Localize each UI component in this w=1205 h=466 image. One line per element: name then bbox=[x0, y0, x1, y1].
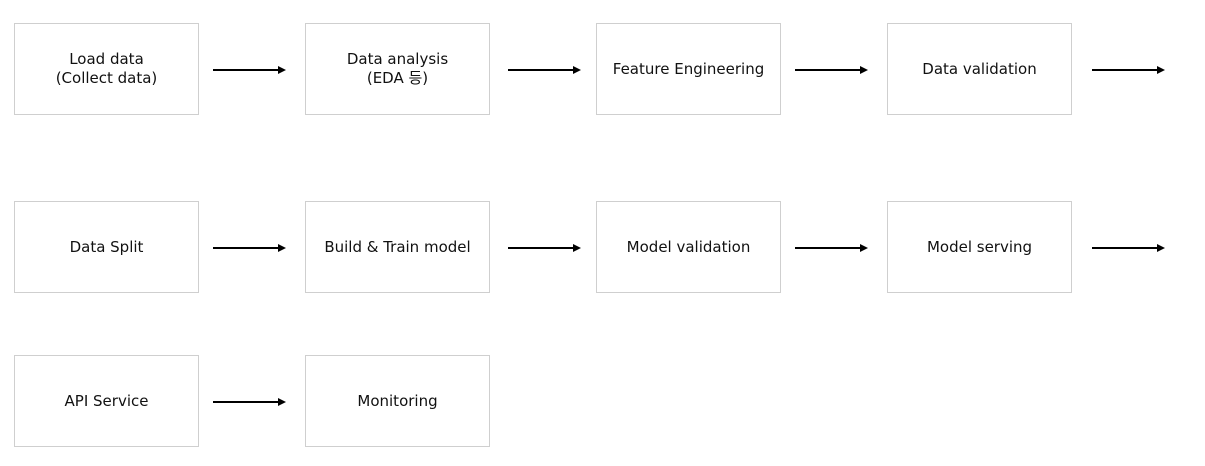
step-api-service: API Service bbox=[14, 355, 199, 447]
arrow-analysis-to-feature bbox=[508, 65, 581, 75]
step-data-split-label: Data Split bbox=[69, 237, 144, 256]
arrow-validation-to-next-row bbox=[1092, 65, 1165, 75]
step-model-serving: Model serving bbox=[887, 201, 1072, 293]
arrow-load-to-analysis bbox=[213, 65, 286, 75]
step-load-data-sublabel: (Collect data) bbox=[55, 69, 158, 87]
step-data-analysis-label: Data analysis bbox=[346, 50, 449, 68]
step-monitoring-label: Monitoring bbox=[357, 391, 438, 410]
step-monitoring: Monitoring bbox=[305, 355, 490, 447]
arrow-serving-to-next-row bbox=[1092, 243, 1165, 253]
arrow-split-to-build bbox=[213, 243, 286, 253]
arrow-model-validation-to-serving bbox=[795, 243, 868, 253]
step-data-analysis: Data analysis (EDA 등) bbox=[305, 23, 490, 115]
step-model-validation: Model validation bbox=[596, 201, 781, 293]
step-model-serving-label: Model serving bbox=[926, 237, 1033, 256]
step-feature-engineering: Feature Engineering bbox=[596, 23, 781, 115]
step-load-data: Load data (Collect data) bbox=[14, 23, 199, 115]
arrow-build-to-model-validation bbox=[508, 243, 581, 253]
step-data-validation-label: Data validation bbox=[922, 59, 1037, 78]
step-data-analysis-sublabel: (EDA 등) bbox=[366, 69, 429, 87]
step-build-train-model: Build & Train model bbox=[305, 201, 490, 293]
arrow-feature-to-validation bbox=[795, 65, 868, 75]
step-build-train-model-label: Build & Train model bbox=[324, 237, 471, 256]
step-feature-engineering-label: Feature Engineering bbox=[612, 59, 765, 78]
step-data-split: Data Split bbox=[14, 201, 199, 293]
step-api-service-label: API Service bbox=[64, 391, 149, 410]
arrow-api-to-monitoring bbox=[213, 397, 286, 407]
step-model-validation-label: Model validation bbox=[626, 237, 751, 256]
step-load-data-label: Load data bbox=[69, 50, 144, 68]
step-data-validation: Data validation bbox=[887, 23, 1072, 115]
